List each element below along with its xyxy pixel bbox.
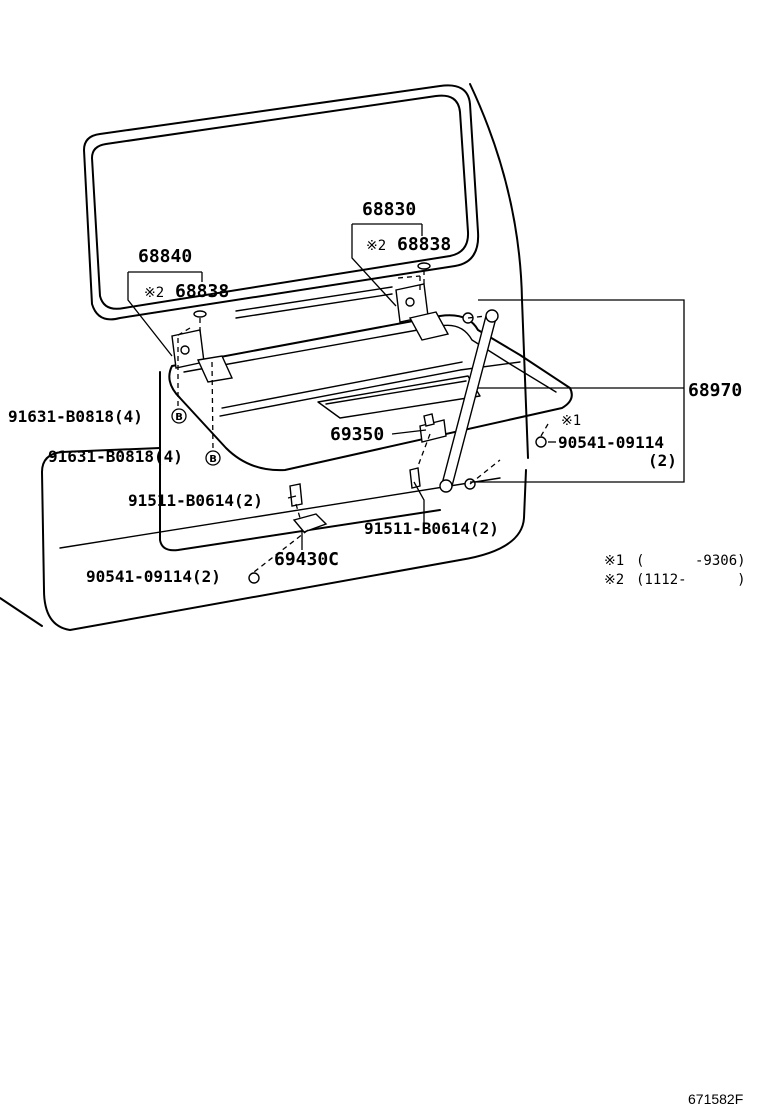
- assembly-dashed-lines: [174, 270, 549, 573]
- label-91631-b: 91631-B0818(4): [48, 447, 183, 466]
- leader-lines: [127, 223, 685, 550]
- bolt-mark-b-1-text: B: [175, 412, 183, 423]
- label-90541-right: 90541-09114: [558, 433, 664, 452]
- label-91511-right: 91511-B0614(2): [364, 519, 499, 538]
- ref-mark-1: ※1: [561, 413, 581, 429]
- note-2-mark: ※2: [604, 572, 624, 588]
- label-68838-left: 68838: [175, 281, 229, 302]
- label-69350: 69350: [330, 424, 384, 445]
- lower-body-panel: [0, 371, 527, 631]
- fasteners: [248, 436, 547, 584]
- back-door-stay: [439, 309, 499, 493]
- note-1-text: ( -9306): [636, 553, 746, 569]
- body-side-line: [469, 83, 529, 459]
- left-hinge: [171, 310, 234, 383]
- roof-stripes: [235, 286, 393, 319]
- label-68840: 68840: [138, 246, 192, 267]
- ref-mark-2-right: ※2: [366, 238, 386, 254]
- lock-parts: [289, 413, 447, 533]
- diagram-code: 671582F: [688, 1091, 743, 1107]
- bolt-mark-b-2: B: [205, 450, 221, 466]
- label-68830: 68830: [362, 199, 416, 220]
- note-2-text: (1112- ): [636, 572, 746, 588]
- rear-window-glass: [83, 84, 480, 321]
- right-hinge: [395, 262, 450, 341]
- label-91511-left: 91511-B0614(2): [128, 491, 263, 510]
- label-91631-a: 91631-B0818(4): [8, 407, 143, 426]
- label-90541-left: 90541-09114(2): [86, 567, 221, 586]
- bolt-mark-b-1: B: [171, 408, 187, 424]
- label-90541-right-qty: (2): [648, 451, 677, 470]
- door-handle-recess: [317, 375, 481, 419]
- note-1-mark: ※1: [604, 553, 624, 569]
- label-68970: 68970: [688, 380, 742, 401]
- label-69430c: 69430C: [274, 549, 339, 570]
- bolt-mark-b-2-text: B: [209, 454, 217, 465]
- ref-mark-2-left: ※2: [144, 285, 164, 301]
- label-68838-right: 68838: [397, 234, 451, 255]
